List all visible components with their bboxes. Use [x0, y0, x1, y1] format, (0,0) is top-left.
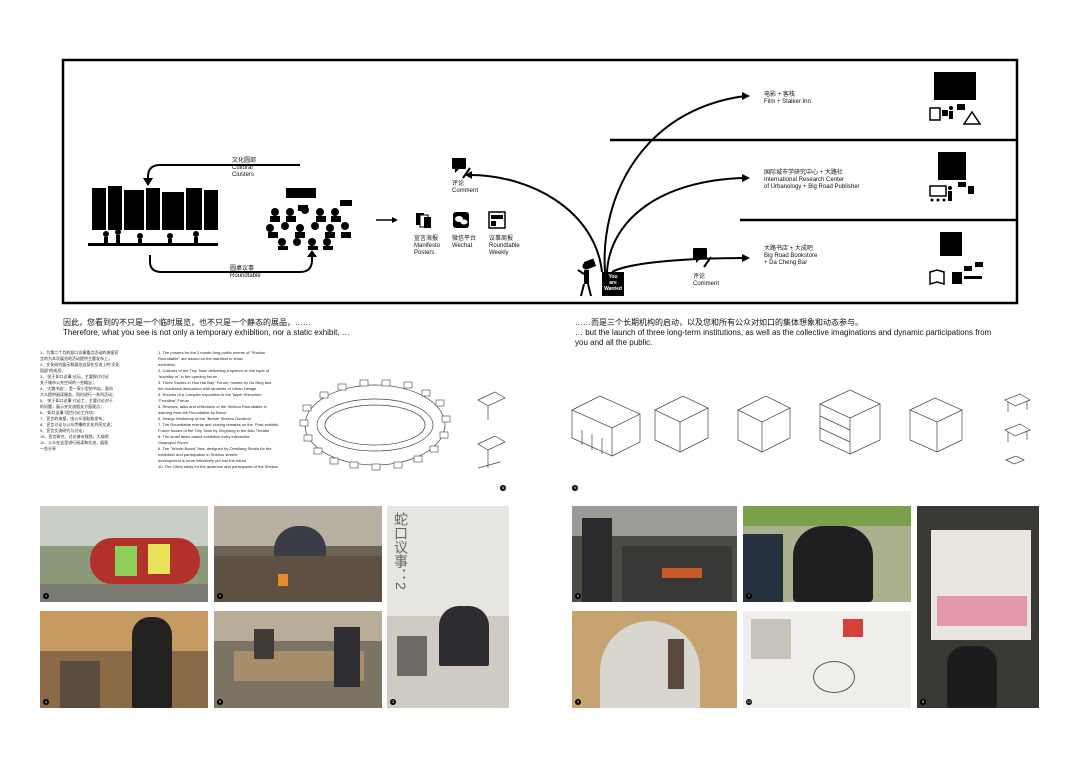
photo-6: 6: [572, 506, 737, 602]
arrow-to-research: [606, 177, 746, 273]
bookstore-bar-icon: [929, 232, 983, 285]
cultural-clusters-arrow: [147, 164, 300, 182]
photo-3-wall-text: 蛇口议事：2: [393, 512, 409, 590]
notes-english: 1. The posters for the 2 month-long publ…: [158, 350, 278, 469]
notes-chinese: 1、为第二个月的如口议事重点活动的海报宣言的为本次展览的活动提供主题发布上，2、…: [40, 350, 120, 451]
arrow-to-bookstore: [611, 257, 746, 273]
you-are-wanted-sign: You are Wanted: [604, 274, 622, 292]
photo-2: 2: [214, 506, 382, 602]
roundtable-weekly-icon: [488, 211, 506, 229]
table-detail-drawings: [477, 391, 506, 469]
comment-bottom-label: 评论 Comment: [693, 274, 720, 287]
photo-7: 7: [743, 506, 911, 602]
drawing-badge-left: 8: [500, 485, 506, 491]
research-publisher-icon: [929, 152, 974, 202]
roundtable-label: 圆桌议事 Roundtable: [230, 266, 261, 279]
photo-4: 4: [40, 611, 208, 708]
arrow-to-film: [603, 95, 746, 273]
photo-9: 9: [572, 611, 737, 708]
comment-icon-top: [452, 158, 471, 179]
output-wechat-label: 微信平台 Wechat: [452, 236, 477, 249]
comment-icon-bottom: [693, 248, 712, 268]
you-are-wanted-figure: [577, 258, 624, 297]
output-manifesto-posters-label: 宣言海报 Manifesto Posters: [414, 236, 441, 256]
cultural-scene-illustration: [88, 186, 218, 246]
institution-research-label: 国际城市学研究中心 + 大路社 International Research C…: [764, 170, 860, 190]
film-inn-icon: [929, 72, 982, 125]
drawing-badge-right: 9: [572, 485, 578, 491]
roundtable-arrow: [149, 254, 313, 273]
caption-right: ……而是三个长期机构的启动，以及您和所有公众对如口的集体想象和动态参与。 … b…: [575, 318, 992, 347]
diagram-frame: [61, 58, 1019, 305]
caption-left: 因此，您看到的不只是一个临时展览，也不只是一个静态的展品，…… Therefor…: [63, 318, 350, 337]
photo-3: 蛇口议事：2 3: [387, 506, 509, 708]
chair-ring: [299, 379, 451, 471]
photo-5: 5: [214, 611, 382, 708]
comment-top-label: 评论 Comment: [452, 181, 479, 194]
photo-1: 1: [40, 506, 208, 602]
output-roundtable-weekly-label: 议事周报 Roundtable Weekly: [489, 236, 520, 256]
photo-8: 8: [917, 506, 1039, 708]
photo-10: 10: [743, 611, 911, 708]
manifesto-posters-icon: [416, 213, 431, 228]
arrow-to-comment-top: [469, 174, 603, 273]
institution-bookstore-label: 大路书店 + 大成吧 Big Road Bookstore + Da Cheng…: [764, 246, 818, 266]
roundtable-crowd-illustration: [266, 188, 352, 250]
cultural-clusters-label: 文化圆部 Cultural Clusters: [232, 158, 257, 178]
institution-film-label: 电影 + 客栈 Film + Stalker Inn: [764, 92, 811, 105]
wechat-icon: [453, 212, 469, 228]
furniture-module-drawings: [571, 389, 1031, 465]
